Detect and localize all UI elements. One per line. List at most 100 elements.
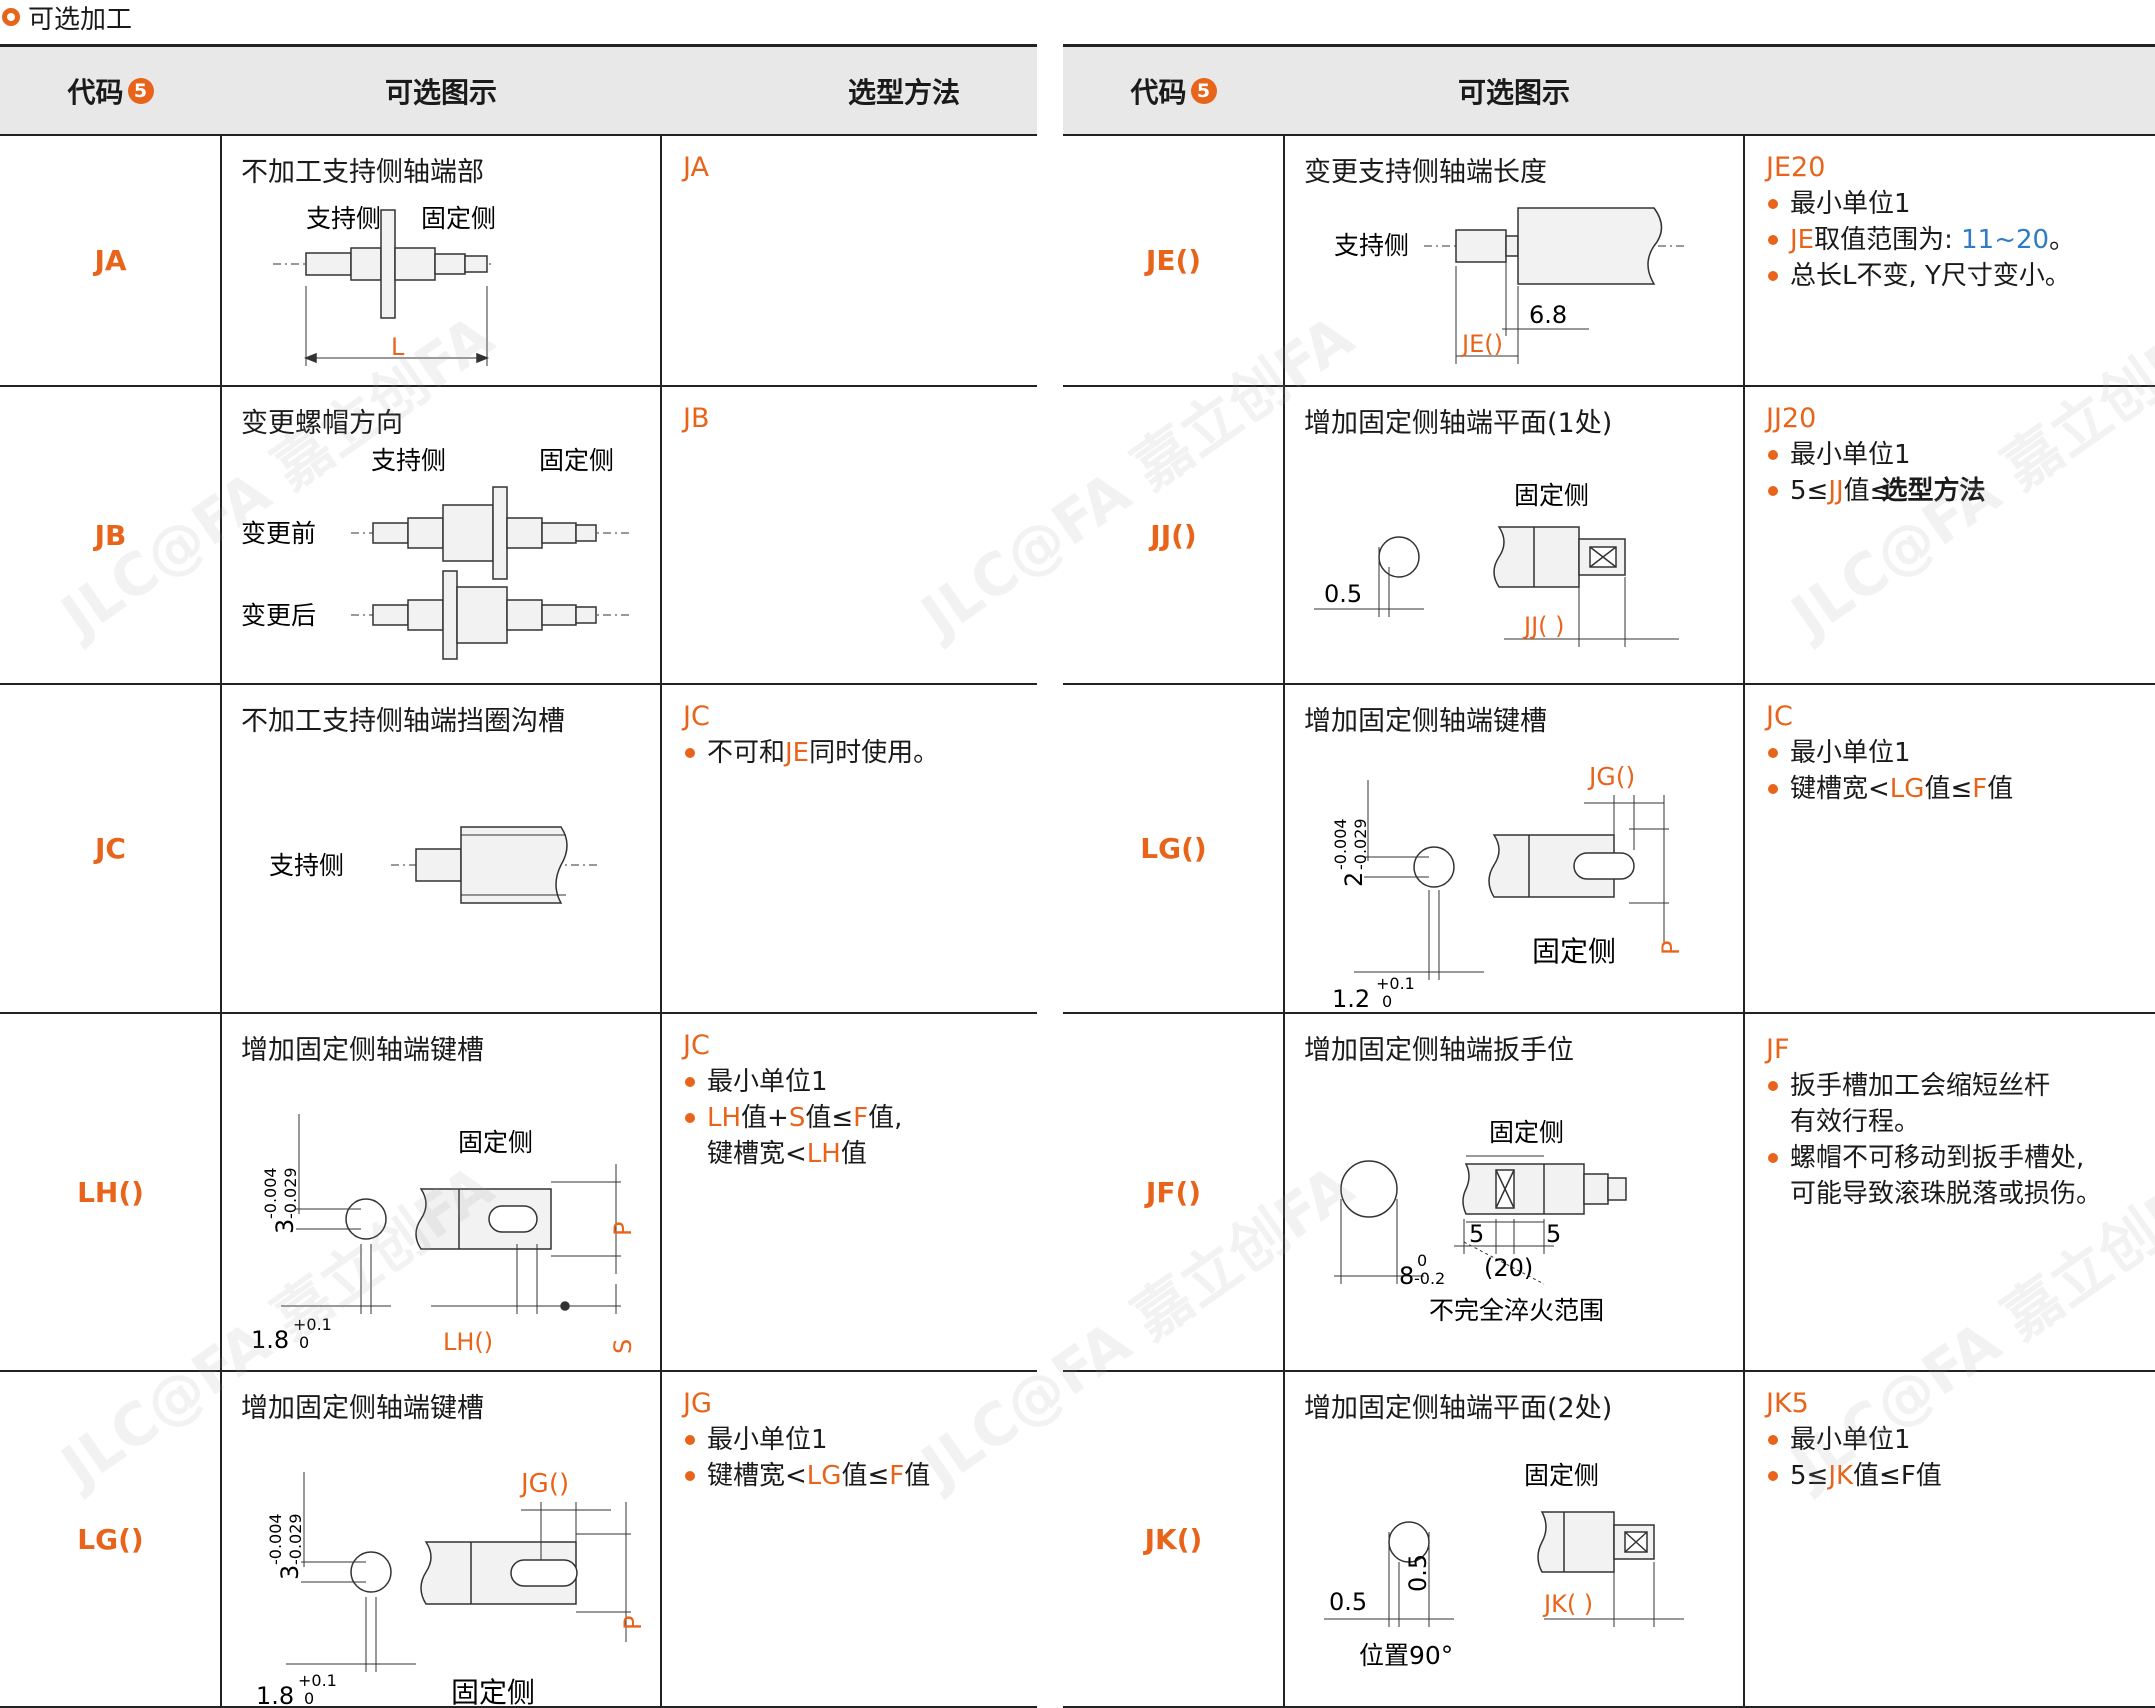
tol-upper: -0.004: [266, 1513, 285, 1565]
tol-lower: -0.029: [1351, 818, 1370, 870]
diagram-cell: 不加工支持侧轴端挡圈沟槽 支持侧: [221, 685, 661, 1012]
bullet-text: 5≤JK值≤F值: [1790, 1461, 1942, 1491]
method-bullet: 最小单位1: [1766, 437, 2155, 473]
keyway-lg-diagram: 3 -0.004 -0.029 1.8 +0.1 0 JG() 固定侧 P: [256, 1469, 647, 1706]
method-bullet: 最小单位1: [683, 1064, 1037, 1100]
label-dim: 0.5: [1324, 580, 1362, 608]
bullet-dot-icon: [1768, 271, 1778, 281]
column-divider: [660, 136, 662, 1708]
method-cell: JG 最小单位1 键槽宽<LG值≤F值: [661, 1372, 1037, 1706]
row-code: JK(): [1144, 1522, 1203, 1556]
dim-main: 8: [1399, 1262, 1414, 1290]
bullet-text: 最小单位1: [1790, 738, 1911, 768]
dim-lower: 0: [304, 1689, 314, 1706]
th-diagram-label: 可选图示: [384, 75, 497, 109]
bullet-text: 总长L不变, Y尺寸变小。: [1790, 261, 2071, 291]
bullet-dot-icon: [685, 748, 695, 758]
method-cell: JC 最小单位1 LH值+S值≤F值, 键槽宽<LH值: [661, 1014, 1037, 1370]
th-method: 选型方法: [661, 47, 1037, 134]
label-dim-a: 0.5: [1329, 1588, 1367, 1616]
diagram-title: 增加固定侧轴端键槽: [241, 1035, 484, 1066]
support-length-diagram: 支持侧 6.8 JE(): [1334, 207, 1684, 364]
row-code: JB: [94, 518, 127, 552]
diagram-title: 变更支持侧轴端长度: [1304, 157, 1547, 188]
diagram-title: 增加固定侧轴端平面(1处): [1304, 408, 1613, 439]
diagram-cell: 增加固定侧轴端键槽: [221, 1372, 661, 1706]
diagram-title: 不加工支持侧轴端挡圈沟槽: [241, 706, 565, 737]
circle-bullet-icon: [2, 8, 20, 26]
method-cell: JB: [661, 387, 1037, 683]
method-bullet: 不可和JE同时使用。: [683, 735, 1037, 771]
diagram-cell: 增加固定侧轴端键槽: [221, 1014, 661, 1370]
bullet-dot-icon: [685, 1077, 695, 1087]
th-code: 代码 5: [1063, 47, 1284, 134]
label-S: S: [609, 1339, 637, 1354]
flat-one-side-diagram: 固定侧 0.5 JJ( ): [1314, 481, 1679, 647]
label-support: 支持侧: [371, 446, 446, 475]
shaft-end-diagram: 支持侧 固定侧 L: [273, 204, 496, 366]
diagram-cell: 增加固定侧轴端扳手位: [1284, 1014, 1744, 1370]
bullet-text: 最小单位1: [1790, 1425, 1911, 1455]
diagram-title: 增加固定侧轴端扳手位: [1304, 1035, 1574, 1066]
bullet-dot-icon: [1768, 486, 1778, 496]
keyway-lh-diagram: 3 -0.004 -0.029 1.8 +0.1 0 固定侧 LH() P S: [251, 1114, 637, 1356]
row-code: JF(): [1145, 1175, 1202, 1209]
bullet-text: 螺帽不可移动到扳手槽处,可能导致滚珠脱落或损伤。: [1790, 1143, 2103, 1209]
th-code: 代码 5: [0, 47, 221, 134]
label-JJ: JJ( ): [1522, 612, 1565, 640]
method-bullet: 键槽宽<LG值≤F值: [1766, 771, 2155, 807]
bullet-dot-icon: [685, 1471, 695, 1481]
method-code: JE20: [1766, 152, 1826, 183]
method-bullet: 最小单位1: [1766, 186, 2155, 222]
th-code-number-badge: 5: [127, 77, 154, 104]
table-row-lg-right: LG() 增加固定侧轴端键槽: [1063, 685, 2155, 1014]
label-fixed: 固定侧: [1489, 1118, 1564, 1147]
bullet-text: 最小单位1: [707, 1067, 828, 1097]
label-support: 支持侧: [1334, 231, 1409, 260]
bullet-dot-icon: [1768, 1153, 1778, 1163]
right-table-header: 代码 5 可选图示: [1063, 44, 2155, 136]
bullet-text: 键槽宽<LG值≤F值: [707, 1461, 931, 1491]
flat-two-side-diagram: 固定侧 0.5 0.5 位置90° JK( ): [1324, 1461, 1684, 1670]
dim-upper: +0.1: [298, 1671, 337, 1690]
table-row-je: JE() 变更支持侧轴端长度 支持侧 6.8 JE(): [1063, 136, 2155, 387]
tol-main: 2: [1340, 872, 1368, 887]
diagram-title: 不加工支持侧轴端部: [241, 157, 484, 188]
bullet-text: 扳手槽加工会缩短丝杆有效行程。: [1790, 1071, 2051, 1137]
bullet-dot-icon: [1768, 784, 1778, 794]
label-fixed: 固定侧: [421, 204, 496, 233]
diagram-cell: 增加固定侧轴端平面(1处) 固定侧: [1284, 387, 1744, 683]
section-header: 可选加工: [0, 0, 132, 35]
bullet-text: 最小单位1: [1790, 189, 1911, 219]
method-bullet: 5≤JK值≤F值: [1766, 1458, 2155, 1494]
left-table-header: 代码 5 可选图示 选型方法: [0, 44, 1037, 136]
method-bullet: 扳手槽加工会缩短丝杆有效行程。: [1766, 1068, 2155, 1140]
th-diagram: 可选图示: [221, 47, 661, 134]
table-row-jb: JB 变更螺帽方向: [0, 387, 1037, 685]
th-code-number-badge: 5: [1190, 77, 1217, 104]
dim-upper: +0.1: [293, 1315, 332, 1334]
dim-main: 1.8: [251, 1326, 289, 1354]
table-row-jc: JC 不加工支持侧轴端挡圈沟槽 支持侧 JC 不可和JE同时使用。: [0, 685, 1037, 1014]
bullet-dot-icon: [1768, 199, 1778, 209]
row-code: LG(): [1140, 832, 1207, 865]
row-code: JC: [95, 832, 126, 865]
method-cell: JK5 最小单位1 5≤JK值≤F值: [1744, 1372, 2155, 1706]
table-row-jk: JK() 增加固定侧轴端平面(2处): [1063, 1372, 2155, 1708]
method-code: JC: [1766, 701, 1793, 732]
table-row-lh: LH() 增加固定侧轴端键槽: [0, 1014, 1037, 1372]
method-bullet: 键槽宽<LG值≤F值: [683, 1458, 1037, 1494]
dim-upper: +0.1: [1376, 974, 1415, 993]
label-dim: 6.8: [1529, 301, 1567, 329]
label-fixed: 固定侧: [1532, 935, 1616, 968]
bullet-text: JE取值范围为: 11~20。: [1790, 225, 2076, 255]
label-fixed: 固定侧: [539, 446, 614, 475]
th-diagram-label: 可选图示: [1457, 75, 1570, 109]
label-five-a: 5: [1469, 1220, 1484, 1248]
method-bullet: 最小单位1: [1766, 735, 2155, 771]
bullet-text: 键槽宽<LG值≤F值: [1790, 774, 2014, 804]
dim-lower: 0: [299, 1333, 309, 1352]
diagram-cell: 不加工支持侧轴端部 支持侧 固定侧 L: [221, 136, 661, 385]
tol-lower: -0.029: [281, 1167, 300, 1219]
row-code: JA: [94, 244, 127, 277]
